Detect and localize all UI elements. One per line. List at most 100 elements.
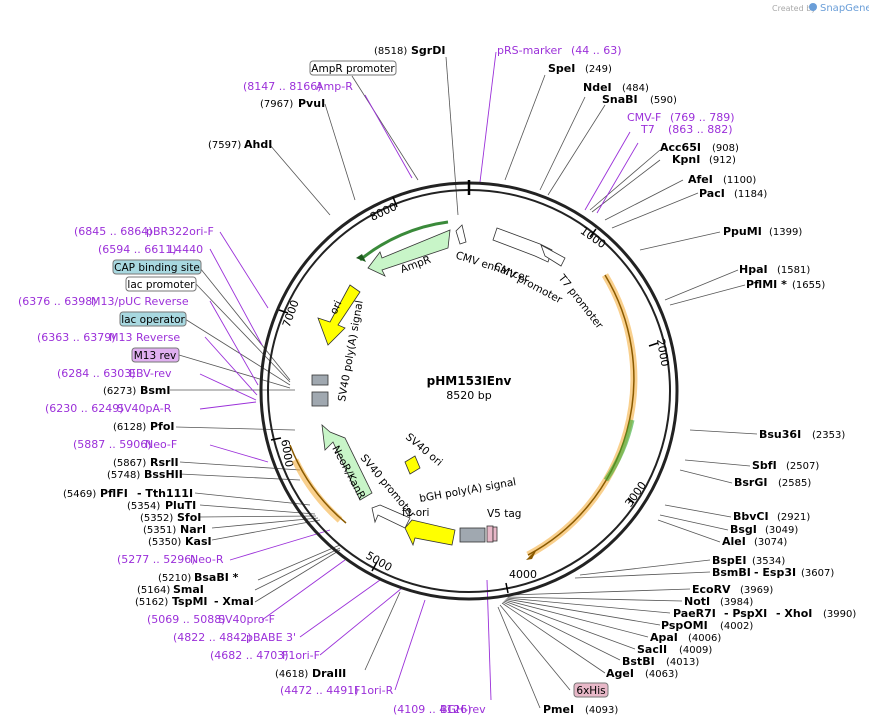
hpai-label[interactable]: HpaI bbox=[739, 263, 768, 276]
pflfi-label[interactable]: PflFI bbox=[100, 487, 128, 500]
v5-tag-feature[interactable] bbox=[486, 525, 494, 543]
esp3i-pos: (3607) bbox=[801, 568, 834, 579]
ampr-promoter-feature[interactable] bbox=[455, 224, 467, 245]
esp3i-label[interactable]: - Esp3I bbox=[754, 566, 796, 579]
bsshii-label[interactable]: BssHII bbox=[144, 468, 183, 481]
tspmi-label[interactable]: TspMI bbox=[172, 595, 208, 608]
sfoi-label[interactable]: SfoI bbox=[177, 511, 201, 524]
pbr322ori-f-pos: (6845 .. 6864) bbox=[74, 225, 153, 238]
xmai-label[interactable]: - XmaI bbox=[214, 595, 254, 608]
pflfi-pos: (5469) bbox=[63, 489, 96, 500]
draiii-label[interactable]: DraIII bbox=[312, 667, 346, 680]
pluti-label[interactable]: PluTI bbox=[165, 499, 196, 512]
cmv-f-label[interactable]: CMV-F bbox=[627, 111, 661, 124]
cap-binding-box[interactable] bbox=[112, 259, 202, 275]
ori-label: ori bbox=[328, 299, 345, 316]
tth111i-label[interactable]: - Tth111I bbox=[137, 487, 193, 500]
paci-pos: (1184) bbox=[734, 189, 767, 200]
kasi-label[interactable]: KasI bbox=[185, 535, 212, 548]
smai-label[interactable]: SmaI bbox=[173, 583, 204, 596]
cmv-promoter-feature[interactable] bbox=[540, 244, 566, 267]
alei-label[interactable]: AleI bbox=[722, 535, 746, 548]
cmv-enhancer-feature[interactable] bbox=[492, 227, 553, 263]
prs-marker-label[interactable]: pRS-marker bbox=[497, 44, 562, 57]
sv40-polya-feature-2[interactable] bbox=[311, 391, 329, 407]
bspei-label[interactable]: BspEI bbox=[712, 554, 746, 567]
sv40pro-f-label[interactable]: SV40pro-F bbox=[218, 613, 275, 626]
ndei-label[interactable]: NdeI bbox=[583, 81, 612, 94]
bsmi-label[interactable]: BsmI bbox=[140, 384, 171, 397]
pflmi-label[interactable]: PflMI * bbox=[746, 278, 787, 291]
bgh-rev-label[interactable]: BGH-rev bbox=[440, 703, 486, 716]
acc65i-label[interactable]: Acc65I bbox=[660, 141, 701, 154]
pfoi-label[interactable]: PfoI bbox=[150, 420, 175, 433]
paci-label[interactable]: PacI bbox=[699, 187, 725, 200]
ori-feature[interactable] bbox=[317, 284, 361, 346]
noti-label[interactable]: NotI bbox=[684, 595, 710, 608]
neor-feature[interactable] bbox=[321, 424, 373, 501]
m13-reverse-pos: (6363 .. 6379) bbox=[37, 331, 116, 344]
f1-ori-feature[interactable] bbox=[404, 519, 456, 547]
sacii-label[interactable]: SacII bbox=[637, 643, 667, 656]
f1ori-r-label[interactable]: F1ori-R bbox=[354, 684, 394, 697]
pbabe-label[interactable]: pBABE 3' bbox=[246, 631, 296, 644]
bsgi-label[interactable]: BsgI bbox=[730, 523, 757, 536]
bsu36i-label[interactable]: Bsu36I bbox=[759, 428, 801, 441]
agei-label[interactable]: AgeI bbox=[606, 667, 634, 680]
t7-primer-label[interactable]: T7 bbox=[640, 123, 655, 136]
ppumi-label[interactable]: PpuMI bbox=[723, 225, 762, 238]
amp-r-label[interactable]: Amp-R bbox=[316, 80, 353, 93]
lac-promoter-box[interactable] bbox=[125, 276, 197, 292]
ndei-pos: (484) bbox=[622, 83, 649, 94]
apai-label[interactable]: ApaI bbox=[650, 631, 678, 644]
sgrdi-label[interactable]: SgrDI bbox=[411, 44, 445, 57]
bsabi-label[interactable]: BsaBI * bbox=[194, 571, 239, 584]
ampr-feature[interactable] bbox=[367, 229, 451, 277]
sacii-pos: (4009) bbox=[679, 645, 712, 656]
m13-rev-box-label: M13 rev bbox=[134, 350, 177, 362]
bbvci-label[interactable]: BbvCI bbox=[733, 510, 769, 523]
spei-label[interactable]: SpeI bbox=[548, 62, 575, 75]
bstbi-label[interactable]: BstBI bbox=[622, 655, 655, 668]
his6-tag-feature[interactable] bbox=[492, 526, 498, 542]
smai-pos: (5164) bbox=[137, 585, 170, 596]
sv40-ori-feature[interactable] bbox=[404, 455, 421, 475]
sv40pa-r-label[interactable]: SV40pA-R bbox=[117, 402, 172, 415]
m13-reverse-label[interactable]: M13 Reverse bbox=[109, 331, 180, 344]
paer7i-label[interactable]: PaeR7I bbox=[673, 607, 716, 620]
bspei-pos: (3534) bbox=[752, 556, 785, 567]
afei-label[interactable]: AfeI bbox=[688, 173, 713, 186]
lac-operator-box[interactable] bbox=[119, 311, 187, 327]
bgh-polya-feature[interactable] bbox=[459, 527, 486, 543]
sbfi-label[interactable]: SbfI bbox=[752, 459, 777, 472]
pmei-label[interactable]: PmeI bbox=[543, 703, 574, 716]
kpni-label[interactable]: KpnI bbox=[672, 153, 700, 166]
f1ori-f-label[interactable]: F1ori-F bbox=[282, 649, 320, 662]
sv40-promoter-feature[interactable] bbox=[371, 504, 411, 529]
bsmbi-label[interactable]: BsmBI bbox=[712, 566, 751, 579]
nari-label[interactable]: NarI bbox=[180, 523, 206, 536]
rsrii-label[interactable]: RsrII bbox=[150, 456, 179, 469]
ecorv-label[interactable]: EcoRV bbox=[692, 583, 731, 596]
neo-r-label[interactable]: Neo-R bbox=[190, 553, 224, 566]
neo-f-label[interactable]: Neo-F bbox=[145, 438, 177, 451]
snabi-label[interactable]: SnaBI bbox=[602, 93, 638, 106]
ebv-rev-label[interactable]: EBV-rev bbox=[129, 367, 172, 380]
sv40-polya-feature-1[interactable] bbox=[311, 374, 329, 386]
pspxi-label[interactable]: - PspXI bbox=[724, 607, 767, 620]
ecorv-pos: (3969) bbox=[740, 585, 773, 596]
pspomi-label[interactable]: PspOMI bbox=[661, 619, 708, 632]
ahdi-label[interactable]: AhdI bbox=[244, 138, 272, 151]
rsrii-pos: (5867) bbox=[113, 458, 146, 469]
his6-box[interactable] bbox=[573, 682, 609, 698]
pvui-label[interactable]: PvuI bbox=[298, 97, 325, 110]
pbr322ori-f-label[interactable]: pBR322ori-F bbox=[146, 225, 214, 238]
t7-primer-pos: (863 .. 882) bbox=[668, 123, 733, 136]
m13puc-label[interactable]: M13/pUC Reverse bbox=[91, 295, 189, 308]
m13-rev-box[interactable] bbox=[131, 347, 180, 363]
xhoi-label[interactable]: - XhoI bbox=[776, 607, 812, 620]
ampr-promoter-box[interactable] bbox=[309, 60, 397, 76]
bsrgi-label[interactable]: BsrGI bbox=[734, 476, 767, 489]
l4440-label[interactable]: L4440 bbox=[169, 243, 203, 256]
ampr-promoter-box-label: AmpR promoter bbox=[311, 63, 395, 75]
